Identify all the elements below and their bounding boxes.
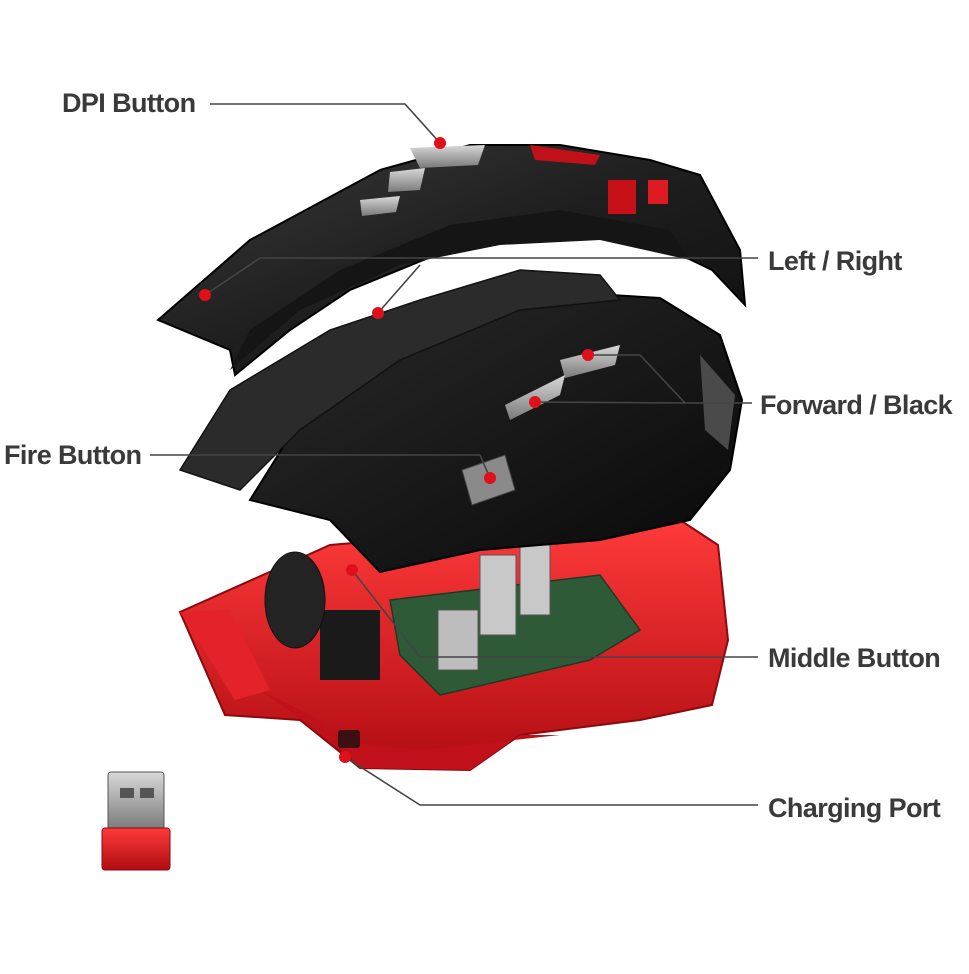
leader-dpi <box>210 103 441 144</box>
marker-dpi <box>434 137 446 149</box>
main-body-shell <box>178 269 744 574</box>
leader-forward-black <box>588 354 752 404</box>
marker-right <box>372 307 384 319</box>
leader-lines <box>150 103 758 806</box>
label-charging-port: Charging Port <box>768 793 941 823</box>
leader-forward-black-2 <box>534 401 686 404</box>
dpi-button-cap <box>410 145 485 168</box>
marker-middle <box>346 564 358 576</box>
forward-side-button <box>560 345 620 378</box>
charging-port-opening <box>338 730 360 748</box>
label-middle-button: Middle Button <box>768 643 941 673</box>
marker-forward <box>582 349 594 361</box>
switch-block <box>437 609 479 671</box>
leader-charging <box>344 756 758 806</box>
marker-charging <box>339 751 351 763</box>
leader-left-right-2 <box>377 264 421 314</box>
callout-markers <box>199 137 594 763</box>
switch-block <box>519 544 551 616</box>
leader-fire <box>150 454 491 479</box>
marker-back <box>529 396 541 408</box>
label-fire-button: Fire Button <box>4 440 142 470</box>
marker-left <box>199 289 211 301</box>
label-left-right: Left / Right <box>768 246 902 276</box>
top-shell <box>156 144 747 377</box>
leader-left-right <box>204 257 758 296</box>
leader-middle <box>351 569 758 658</box>
marker-fire <box>484 472 496 484</box>
label-forward-black: Forward / Black <box>760 390 953 420</box>
usb-receiver <box>101 771 171 871</box>
label-dpi-button: DPI Button <box>62 88 196 118</box>
switch-block <box>479 554 517 636</box>
pcb-board <box>264 544 642 696</box>
scroll-wheel <box>264 551 326 649</box>
scroll-wheel-housing <box>320 610 380 680</box>
